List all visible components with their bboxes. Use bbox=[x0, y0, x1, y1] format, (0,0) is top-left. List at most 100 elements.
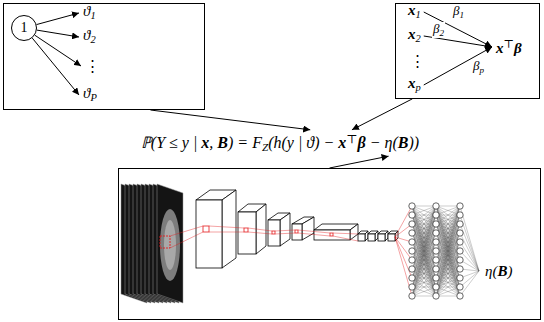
glyph: x bbox=[496, 39, 504, 55]
dense-connection bbox=[436, 278, 460, 296]
glyph: β bbox=[453, 3, 459, 18]
neuron bbox=[433, 239, 439, 245]
glyph bbox=[233, 134, 237, 151]
receptive-field-line bbox=[333, 236, 358, 241]
glyph bbox=[302, 134, 306, 151]
dense-connection bbox=[436, 206, 460, 287]
dense-connection bbox=[412, 206, 436, 296]
parameter-arrow bbox=[32, 38, 79, 95]
glyph: x bbox=[201, 134, 209, 151]
glyph: ( bbox=[151, 134, 156, 151]
glyph: − bbox=[370, 134, 381, 151]
cuboid-face bbox=[238, 212, 256, 254]
dense-connection bbox=[436, 206, 460, 296]
receptive-field-line bbox=[209, 232, 244, 233]
model-formula: ℙ(Y ≤ y | x, B) = FZ(h(y | ϑ) − x⊤β − η(… bbox=[139, 130, 421, 156]
dense-connection bbox=[436, 287, 460, 296]
neuron bbox=[457, 257, 463, 263]
glyph: Y bbox=[156, 134, 165, 151]
model-formula-text: ℙ(Y ≤ y | x, B) = FZ(h(y | ϑ) − x⊤β − η(… bbox=[141, 133, 419, 153]
glyph: ( bbox=[492, 263, 497, 279]
feature-map bbox=[358, 231, 368, 241]
receptive-field-line bbox=[298, 230, 330, 233]
dense-connection bbox=[412, 206, 436, 278]
neuron bbox=[409, 239, 415, 245]
dense-connection bbox=[460, 271, 479, 296]
dense-connection bbox=[436, 206, 460, 260]
receptive-field-line bbox=[275, 233, 295, 234]
cuboid-face bbox=[302, 217, 314, 240]
neuron bbox=[409, 257, 415, 263]
glyph bbox=[213, 134, 217, 151]
parameter-arrow bbox=[37, 13, 79, 25]
neuron bbox=[433, 266, 439, 272]
glyph: y bbox=[287, 134, 294, 151]
glyph bbox=[366, 134, 370, 151]
receptive-field-line bbox=[248, 232, 272, 234]
glyph: − bbox=[324, 134, 335, 151]
glyph: P bbox=[90, 92, 96, 103]
receptive-field-line bbox=[170, 232, 203, 248]
feature-map bbox=[196, 190, 236, 268]
glyph: F bbox=[252, 134, 262, 151]
neuron bbox=[457, 275, 463, 281]
coefficient-label: βp bbox=[472, 59, 485, 75]
glyph: , bbox=[209, 134, 213, 151]
dense-connection bbox=[412, 206, 436, 224]
neuron bbox=[433, 221, 439, 227]
theta-parameter: ϑP bbox=[83, 86, 97, 104]
dense-connection bbox=[412, 233, 436, 296]
dense-connection bbox=[412, 269, 436, 296]
dense-connection bbox=[436, 287, 460, 296]
predictor-variable: x1 bbox=[408, 3, 421, 21]
dense-connection bbox=[412, 206, 436, 242]
feature-map bbox=[292, 217, 314, 240]
cuboid-face bbox=[368, 234, 375, 241]
predictor-variable: xp bbox=[408, 76, 421, 94]
neuron bbox=[409, 266, 415, 272]
glyph bbox=[381, 134, 385, 151]
glyph: 2 bbox=[416, 33, 421, 44]
dense-connection bbox=[412, 251, 436, 296]
glyph: ≤ bbox=[169, 134, 178, 151]
receptive-field-line bbox=[248, 228, 272, 231]
glyph bbox=[334, 134, 338, 151]
dense-connection bbox=[412, 206, 436, 251]
dense-connection bbox=[412, 296, 436, 297]
connector-arrow bbox=[150, 110, 310, 130]
glyph bbox=[248, 134, 252, 151]
kernel-window bbox=[272, 231, 275, 234]
glyph: B bbox=[398, 134, 409, 151]
dense-connection bbox=[412, 206, 436, 242]
cuboid-face bbox=[378, 234, 385, 241]
kernel-window bbox=[295, 230, 298, 233]
kernel-window bbox=[244, 228, 248, 232]
neuron bbox=[457, 230, 463, 236]
dense-connection bbox=[412, 287, 436, 296]
dense-connection bbox=[436, 233, 460, 296]
glyph: ϑ bbox=[306, 134, 314, 151]
cuboid-face bbox=[280, 213, 290, 246]
dense-connection bbox=[412, 224, 436, 296]
dense-connection bbox=[436, 206, 460, 207]
connector-arrow bbox=[352, 99, 412, 130]
dense-connection bbox=[436, 251, 460, 296]
neuron bbox=[409, 248, 415, 254]
dense-connection bbox=[436, 206, 460, 215]
glyph bbox=[197, 134, 201, 151]
cuboid-face bbox=[196, 200, 222, 268]
kernel-window bbox=[330, 233, 333, 236]
neuron bbox=[409, 275, 415, 281]
cuboid-face bbox=[385, 231, 388, 241]
coefficient-label: β2 bbox=[432, 22, 445, 38]
parameter-arrow bbox=[35, 35, 81, 66]
receptive-field-line bbox=[333, 233, 358, 234]
dense-connection bbox=[412, 224, 436, 296]
dense-connection bbox=[436, 260, 460, 296]
glyph bbox=[165, 134, 169, 151]
glyph: 2 bbox=[439, 28, 444, 38]
dense-connection bbox=[436, 215, 460, 296]
feature-map bbox=[238, 204, 266, 254]
